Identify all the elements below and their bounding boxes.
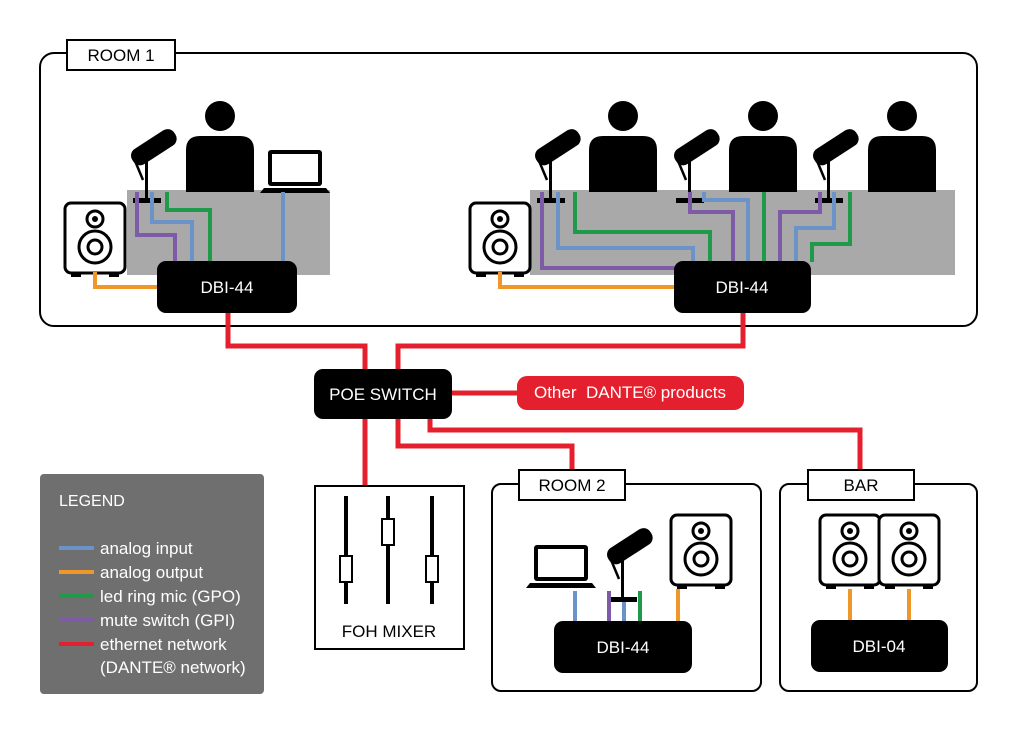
speaker-icon <box>818 513 882 591</box>
dbi44-left-label: DBI-44 <box>201 278 254 297</box>
foh-mixer-label: FOH MIXER <box>342 622 436 641</box>
ethernet-network <box>225 313 863 486</box>
dbi44-right-box <box>674 261 811 313</box>
bar-wiring <box>848 589 911 622</box>
bar-tab <box>807 469 915 501</box>
dbi04-bar-label: DBI-04 <box>853 637 906 656</box>
room2-tab <box>518 469 626 501</box>
other-dante-label: Other DANTE® products <box>534 383 726 402</box>
legend-item-label: analog output <box>100 563 203 582</box>
legend-title: LEGEND <box>59 493 125 510</box>
legend-item-label: led ring mic (GPO) <box>100 587 241 606</box>
left-table <box>127 190 330 275</box>
legend-panel <box>40 474 264 694</box>
speaker-icon <box>468 201 532 279</box>
room1-label: ROOM 1 <box>87 46 154 65</box>
left-wiring <box>93 192 285 289</box>
speaker-icon <box>669 513 733 591</box>
fader-icon <box>339 496 439 604</box>
bar-label: BAR <box>844 476 879 495</box>
legend-items: analog input analog output led ring mic … <box>59 539 246 677</box>
dbi04-bar-box <box>811 620 948 672</box>
poe-switch-label: POE SWITCH <box>329 385 437 404</box>
room2-label: ROOM 2 <box>538 476 605 495</box>
dbi44-room2-label: DBI-44 <box>597 638 650 657</box>
right-wiring <box>498 192 852 289</box>
legend-item-label: (DANTE® network) <box>100 658 246 677</box>
other-dante-badge <box>517 376 744 410</box>
dbi44-room2-box <box>554 621 692 673</box>
dbi44-right-label: DBI-44 <box>716 278 769 297</box>
room1-tab <box>66 39 176 71</box>
poe-switch <box>314 369 452 419</box>
speaker-icon <box>877 513 941 591</box>
legend-item-label: analog input <box>100 539 193 558</box>
room2-wiring <box>573 589 680 624</box>
legend-item-label: mute switch (GPI) <box>100 611 235 630</box>
speaker-icon <box>63 201 127 279</box>
legend-item-label: ethernet network <box>100 635 227 654</box>
dbi44-left-box <box>157 261 297 313</box>
